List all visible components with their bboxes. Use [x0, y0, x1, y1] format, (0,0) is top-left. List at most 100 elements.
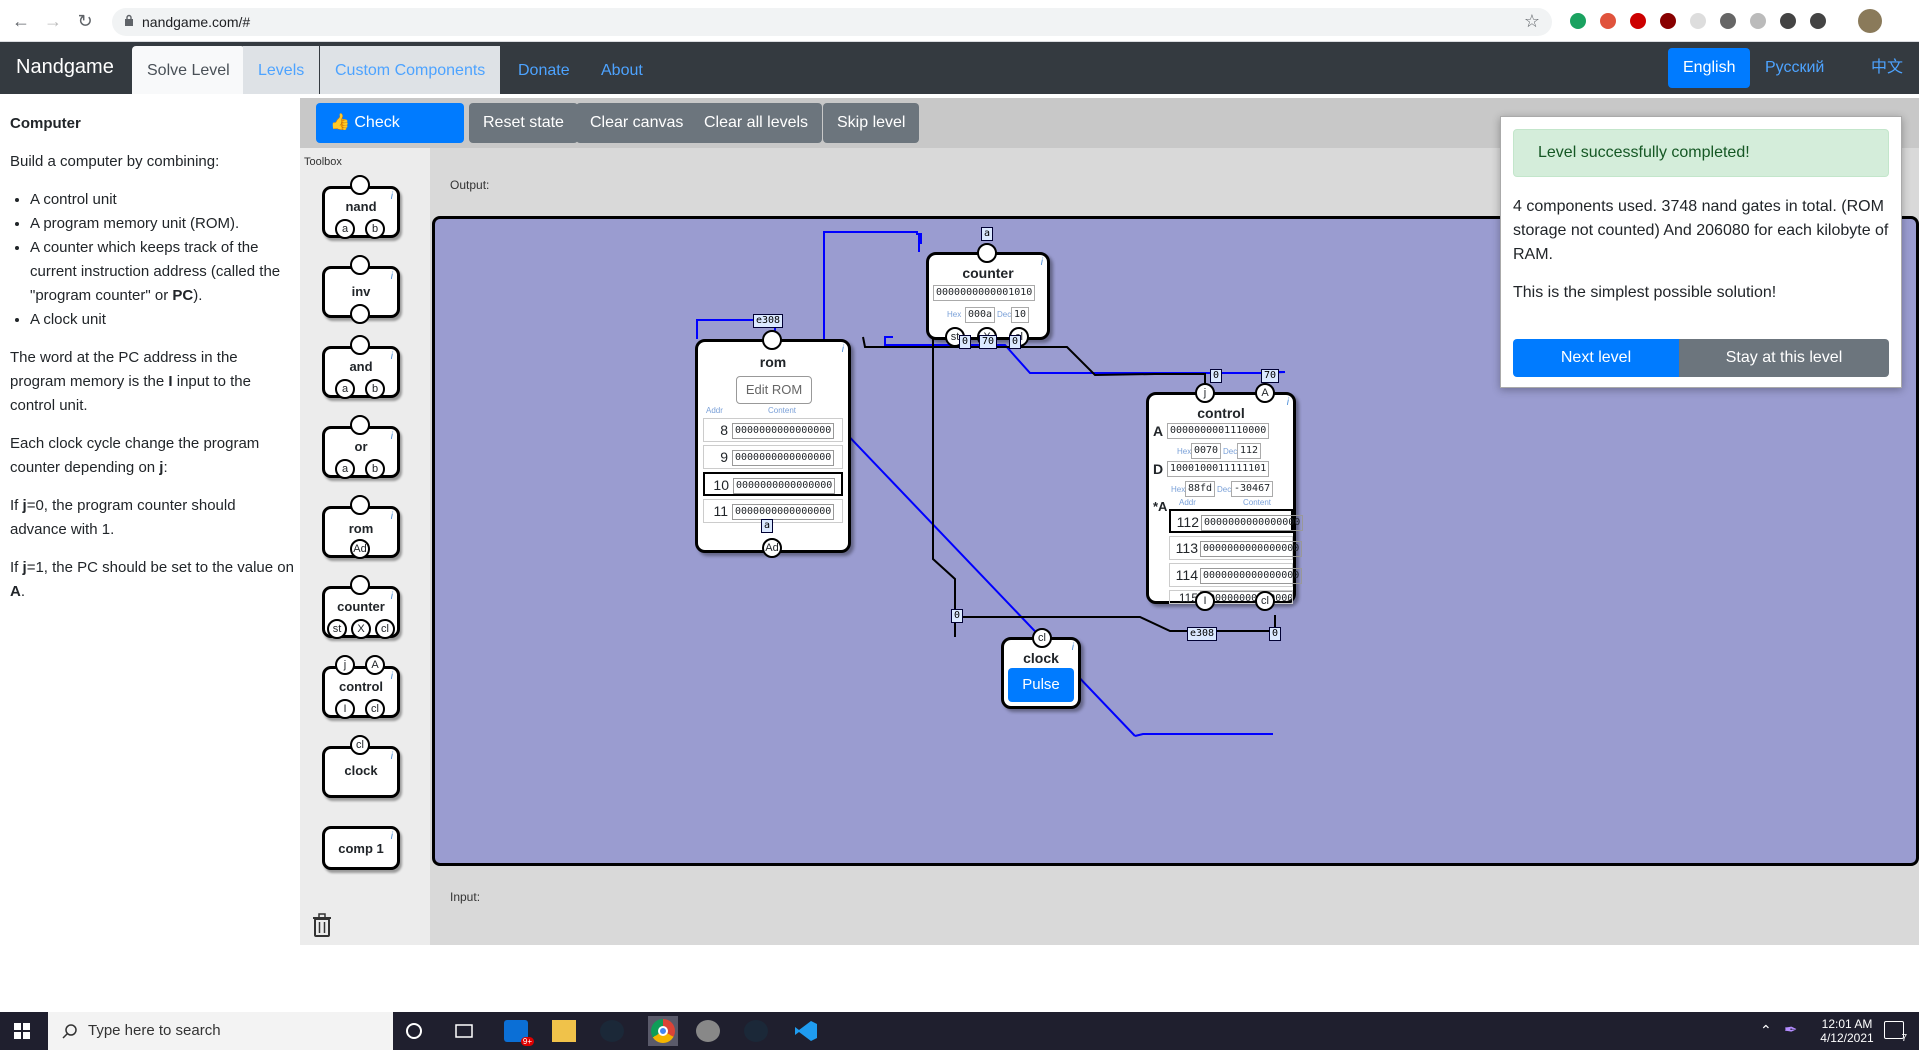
info-icon[interactable]: i	[390, 591, 393, 602]
toolbox-or[interactable]: or a b i	[322, 415, 400, 479]
ublock-extension-icon[interactable]	[1660, 13, 1676, 29]
chrome-active-slot[interactable]	[648, 1016, 678, 1046]
register-a-binary: 0000000001110000	[1167, 423, 1270, 439]
memory-content-header: Content	[1243, 498, 1272, 507]
info-icon[interactable]: i	[1071, 642, 1074, 653]
tab-solve-level[interactable]: Solve Level	[132, 46, 245, 94]
tab-levels[interactable]: Levels	[243, 46, 320, 94]
register-d-binary: 1000100011111101	[1167, 461, 1270, 477]
level-complete-dialog: Level successfully completed! 4 componen…	[1500, 116, 1902, 388]
toolbox-comp-1[interactable]: comp 1 i	[322, 826, 400, 870]
windows-start-icon[interactable]	[14, 1023, 30, 1039]
lang-russian[interactable]: Русский	[1765, 59, 1825, 76]
address-bar[interactable]: nandgame.com/# ☆	[112, 8, 1552, 36]
toolbox-clock[interactable]: cl clock i	[322, 735, 400, 798]
taskbar-search-box[interactable]: Type here to search	[48, 1012, 393, 1050]
pdf-extension-icon[interactable]	[1600, 13, 1616, 29]
control-i-tag: e308	[1187, 627, 1218, 641]
app-navbar: Nandgame Solve Level Levels Custom Compo…	[0, 42, 1919, 94]
back-icon[interactable]: ←	[12, 11, 30, 31]
forward-icon[interactable]: →	[44, 11, 62, 31]
wire-control-i	[1134, 733, 1273, 737]
wire-clock-to-control-cl	[954, 615, 1276, 637]
register-a-hex: 0070	[1191, 443, 1222, 459]
toolbox-rom[interactable]: rom Ad i	[322, 495, 400, 559]
clear-canvas-button[interactable]: Clear canvas	[576, 103, 698, 143]
info-icon[interactable]: i	[390, 671, 393, 682]
counter-hex-label: Hex	[947, 310, 962, 319]
rom-label: rom	[348, 521, 374, 536]
counter-binary-value: 0000000000001010	[933, 285, 1036, 301]
check-solution-button[interactable]: 👍 Check solution	[316, 103, 464, 171]
or-label: or	[354, 439, 368, 454]
translate-extension-icon[interactable]	[1750, 13, 1766, 29]
bookmark-star-icon[interactable]: ☆	[1523, 11, 1540, 31]
edit-rom-button[interactable]: Edit ROM	[736, 376, 812, 404]
adblock-extension-icon[interactable]	[1630, 13, 1646, 29]
reset-state-button[interactable]: Reset state	[469, 103, 578, 143]
toolbox-and[interactable]: and a b i	[322, 335, 400, 399]
next-level-button[interactable]: Next level	[1513, 339, 1679, 377]
task-view-icon[interactable]	[452, 1020, 476, 1042]
file-explorer-icon[interactable]	[552, 1020, 576, 1042]
info-icon[interactable]: i	[390, 751, 393, 762]
puzzle-extensions-icon[interactable]	[1780, 13, 1796, 29]
paragraph: The word at the PC address in the progra…	[10, 349, 251, 414]
register-a-label: A	[1153, 423, 1164, 439]
profile-avatar[interactable]	[1858, 9, 1882, 33]
info-icon[interactable]: i	[1040, 257, 1043, 268]
memory-addr-header: Addr	[1179, 498, 1196, 507]
app-icon[interactable]	[696, 1020, 720, 1042]
toolbox-inv[interactable]: inv i	[322, 255, 400, 324]
pulse-button[interactable]: Pulse	[1008, 668, 1074, 702]
toolbox-nand[interactable]: nand a b i	[322, 175, 400, 239]
info-icon[interactable]: i	[390, 351, 393, 362]
reading-list-icon[interactable]	[1810, 13, 1826, 29]
tab-donate[interactable]: Donate	[518, 62, 570, 79]
stay-level-button[interactable]: Stay at this level	[1679, 339, 1889, 377]
wire-clock-to-counter-cl	[932, 337, 956, 637]
info-icon[interactable]: i	[390, 191, 393, 202]
info-icon[interactable]: i	[390, 431, 393, 442]
component-list: A control unit A program memory unit (RO…	[30, 188, 295, 332]
lang-english[interactable]: English	[1668, 48, 1751, 88]
brand-logo[interactable]: Nandgame	[16, 56, 114, 78]
steam-icon-2[interactable]	[744, 1020, 768, 1042]
tab-about[interactable]: About	[601, 62, 643, 79]
chevron-up-icon[interactable]: ⌃	[1760, 1022, 1772, 1038]
info-icon[interactable]: i	[390, 831, 393, 842]
clock-pin-cl: cl	[350, 735, 370, 755]
toolbox-counter[interactable]: counter st X cl i	[322, 575, 400, 639]
s-extension-icon[interactable]	[1690, 13, 1706, 29]
control-pin-cl: cl	[1255, 591, 1275, 611]
info-icon[interactable]: i	[841, 344, 844, 355]
lang-chinese[interactable]: 中文	[1871, 59, 1904, 76]
clock-label: clock	[344, 763, 378, 778]
notification-icon[interactable]: 7	[1884, 1021, 1907, 1044]
counter-st-tag: 0	[959, 335, 972, 349]
skip-level-button[interactable]: Skip level	[823, 103, 920, 143]
cortana-icon[interactable]	[406, 1023, 422, 1039]
clock-component[interactable]: cl clock Pulse i	[1001, 628, 1081, 709]
control-component[interactable]: j A control A 0000000001110000 Hex 0070 …	[1146, 383, 1304, 611]
reload-icon[interactable]: ↻	[77, 11, 93, 31]
info-icon[interactable]: i	[1286, 397, 1289, 408]
cursor-extension-icon[interactable]	[1720, 13, 1736, 29]
info-icon[interactable]: i	[390, 271, 393, 282]
info-icon[interactable]: i	[390, 511, 393, 522]
steam-icon[interactable]	[600, 1020, 624, 1042]
vscode-icon[interactable]	[794, 1020, 818, 1042]
clear-all-levels-button[interactable]: Clear all levels	[690, 103, 823, 143]
counter-dec-value: 10	[1011, 307, 1030, 323]
mail-app-icon[interactable]: 9+	[504, 1020, 534, 1046]
counter-component[interactable]: counter 0000000000001010 Hex 000a Dec 10…	[926, 243, 1050, 347]
paragraph: If j=0, the program counter should advan…	[10, 497, 236, 538]
grammarly-extension-icon[interactable]	[1570, 13, 1586, 29]
and-pin-b: b	[365, 379, 385, 399]
toolbox-control[interactable]: j A control I cl i	[322, 655, 400, 719]
tab-custom-components[interactable]: Custom Components	[320, 46, 501, 94]
feather-icon[interactable]: ✒	[1784, 1022, 1798, 1039]
trash-icon[interactable]	[312, 913, 332, 937]
taskbar-clock[interactable]: 12:01 AM 4/12/2021	[1808, 1017, 1886, 1045]
